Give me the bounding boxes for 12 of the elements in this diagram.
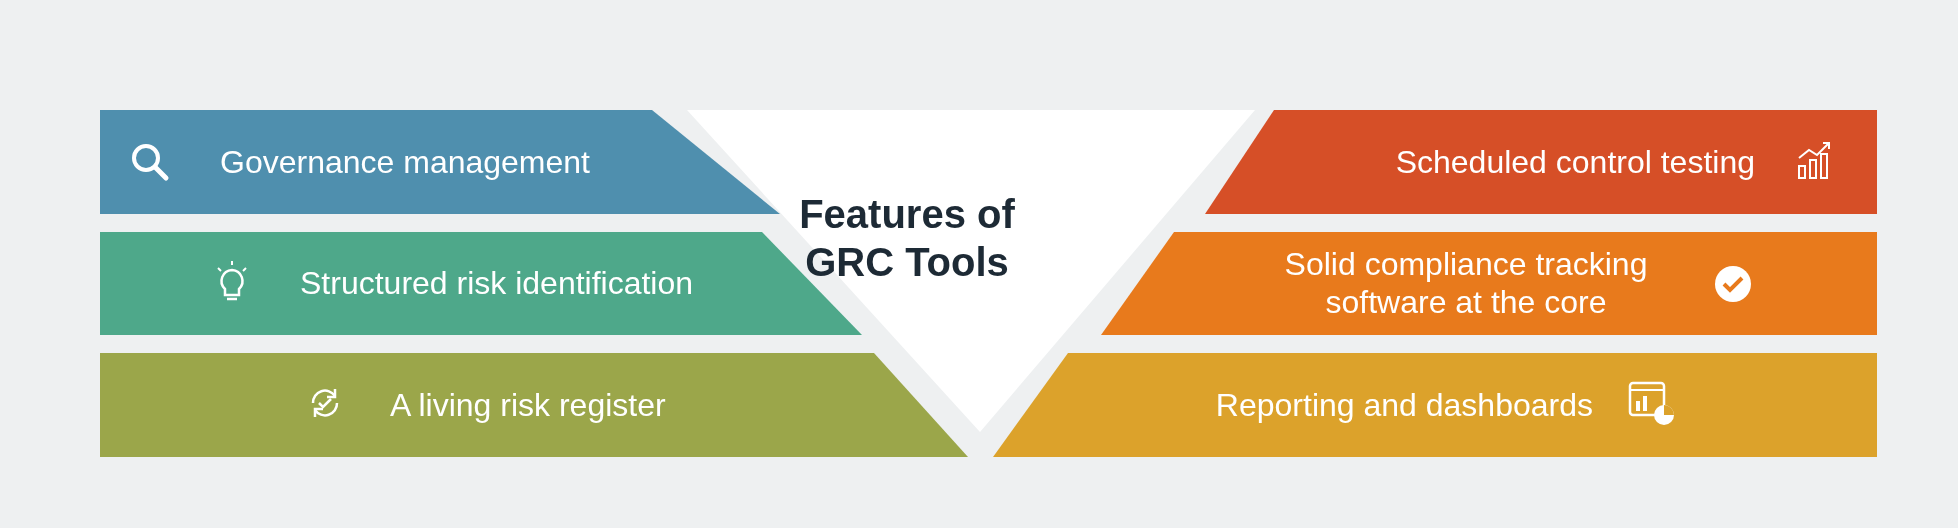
feature-label: Solid compliance tracking software at the core [1283, 245, 1649, 321]
feature-band [1101, 232, 1877, 335]
feature-band [993, 353, 1877, 457]
feature-band [100, 353, 968, 457]
heading: Features of GRC Tools [798, 191, 1016, 286]
feature-label: Reporting and dashboards [1214, 386, 1593, 424]
feature-label: Structured risk identification [300, 264, 695, 302]
feature-label: Governance management [220, 143, 591, 181]
feature-label: Scheduled control testing [1394, 143, 1755, 181]
feature-band [1205, 110, 1877, 214]
feature-band [100, 110, 780, 214]
feature-label: A living risk register [390, 386, 667, 424]
